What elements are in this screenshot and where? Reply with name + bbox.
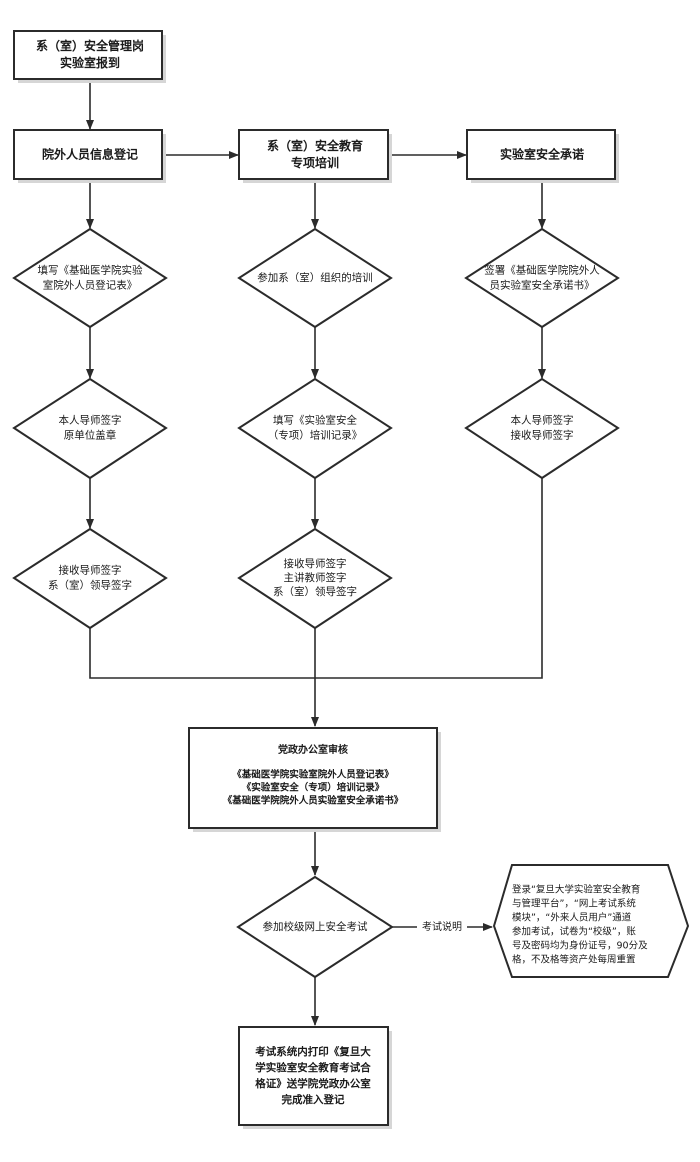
node-dept-training <box>238 129 389 180</box>
label-final-line: 学实验室安全教育考试合 <box>255 1061 371 1074</box>
label-fill-reg-form-line: 填写《基础医学院实验 <box>38 264 143 277</box>
node-exam-note <box>492 864 690 978</box>
label-sign-tutor-unit-line: 原单位盖章 <box>64 429 117 442</box>
label-sign-tutor-host-line: 接收导师签字 <box>511 429 574 442</box>
label-exam-note-line: 号及密码均为身份证号，90分及 <box>512 940 648 952</box>
label-sign-pledge-line: 员实验室安全承诺书》 <box>490 279 595 292</box>
label-dept-training-line: 专项培训 <box>291 155 339 170</box>
node-attend-training <box>237 227 393 329</box>
label-safety-pledge-line: 实验室安全承诺 <box>500 147 584 162</box>
label-sign-pledge-line: 签署《基础医学院院外人 <box>484 264 600 277</box>
label-exam-note-line: 与管理平台”，“网上考试系统 <box>512 898 636 910</box>
decision-nodes <box>12 227 620 979</box>
edge-left-branch-merge <box>89 628 315 679</box>
label-sign-host-dept-line: 系（室）领导签字 <box>48 579 132 592</box>
label-sign-host-lecturer-dept-line: 接收导师签字 <box>284 557 347 570</box>
label-sign-host-lecturer-dept-line: 系（室）领导签字 <box>273 585 357 598</box>
node-office-review <box>188 727 438 829</box>
process-nodes <box>13 30 619 1129</box>
label-sign-tutor-unit-line: 本人导师签字 <box>59 414 122 427</box>
label-fill-reg-form-line: 室院外人员登记表》 <box>43 279 138 292</box>
label-office-review-doc: 《基础医学院院外人员实验室安全承诺书》 <box>223 795 404 807</box>
node-safety-pledge <box>466 129 616 180</box>
label-fill-training-record-line: 填写《实验室安全 <box>273 414 357 427</box>
label-sign-tutor-host-line: 本人导师签字 <box>511 414 574 427</box>
label-start-line: 实验室报到 <box>60 55 120 70</box>
label-office-review-title: 党政办公室审核 <box>278 743 348 756</box>
label-online-exam-line: 参加校级网上安全考试 <box>263 920 368 933</box>
label-final-line: 格证》送学院党政办公室 <box>255 1077 371 1090</box>
node-sign-tutor-unit <box>12 377 168 480</box>
label-start-line: 系（室）安全管理岗 <box>36 38 144 53</box>
node-final <box>238 1026 389 1126</box>
node-sign-host-lecturer-dept <box>237 527 393 630</box>
edges <box>86 79 546 1026</box>
label-office-review-doc: 《基础医学院实验室院外人员登记表》 <box>232 769 394 781</box>
label-attend-training-line: 参加系（室）组织的培训 <box>257 271 373 284</box>
node-start <box>13 30 163 80</box>
node-sign-host-dept <box>12 527 168 630</box>
label-exam-note-line: 登录“复旦大学实验室安全教育 <box>512 884 640 896</box>
node-sign-tutor-host <box>464 377 620 480</box>
label-exam-note-line: 模块”，“外来人员用户”通道 <box>512 912 632 924</box>
label-exam-note-line: 参加考试，试卷为“校级”，账 <box>512 926 636 938</box>
label-outside-reg-line: 院外人员信息登记 <box>42 147 138 162</box>
node-outside-reg <box>13 129 163 180</box>
label-dept-training-line: 系（室）安全教育 <box>267 138 363 153</box>
node-sign-pledge <box>464 227 620 329</box>
label-fill-training-record-line: （专项）培训记录》 <box>268 429 363 442</box>
node-fill-training-record <box>237 377 393 480</box>
node-fill-reg-form <box>12 227 168 329</box>
label-final-line: 完成准入登记 <box>282 1093 345 1106</box>
label-sign-host-lecturer-dept-line: 主讲教师签字 <box>284 571 347 584</box>
label-office-review-doc: 《实验室安全（专项）培训记录》 <box>242 782 385 794</box>
edge-right-branch-merge <box>315 478 543 679</box>
label-exam-note-line: 格，不及格等资产处每周重置 <box>512 954 636 966</box>
edge-label-exam-explanation: 考试说明 <box>422 920 462 933</box>
label-sign-host-dept-line: 接收导师签字 <box>59 564 122 577</box>
label-final-line: 考试系统内打印《复旦大 <box>255 1045 371 1058</box>
edge-label-bg <box>417 919 467 935</box>
node-online-exam <box>236 875 394 979</box>
